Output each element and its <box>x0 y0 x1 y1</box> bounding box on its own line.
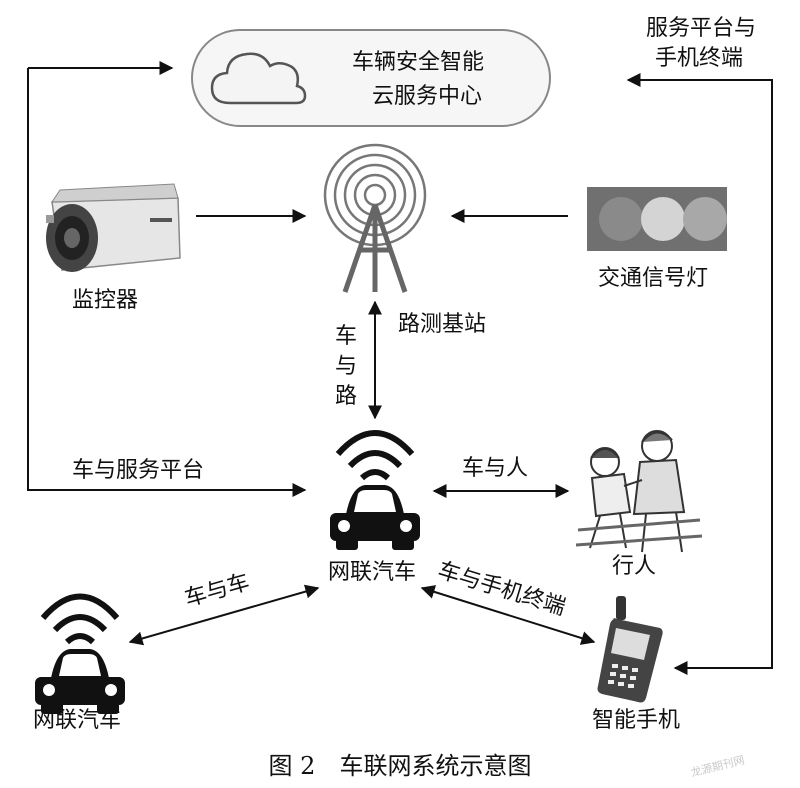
traffic-light-icon <box>587 187 727 251</box>
car-person-label: 车与人 <box>462 456 529 481</box>
platform-terminal-label-1: 服务平台与 <box>646 16 757 41</box>
pedestrian-label: 行人 <box>612 554 657 579</box>
traffic-light-label: 交通信号灯 <box>598 266 709 291</box>
smartphone-label: 智能手机 <box>592 708 681 733</box>
base-station-icon <box>323 143 427 293</box>
smartphone-icon <box>597 596 663 703</box>
cloud-icon <box>210 52 307 105</box>
connected-car-other-label: 网联汽车 <box>33 708 122 733</box>
cloud-center-line1: 车辆安全智能 <box>352 50 485 75</box>
car-road-label-1: 车 <box>334 324 357 349</box>
right-loop-line <box>673 79 773 675</box>
car-phone-arrow <box>420 585 596 645</box>
cloud-center-line2: 云服务中心 <box>372 84 483 109</box>
car-road-label-3: 路 <box>334 384 357 409</box>
car-road-label-2: 与 <box>334 354 357 379</box>
car-car-arrow <box>128 584 320 646</box>
figure-caption: 图 2 车联网系统示意图 <box>268 752 532 780</box>
left-loop-line <box>27 68 307 497</box>
base-station-label: 路测基站 <box>398 312 487 337</box>
pedestrian-icon <box>575 430 703 553</box>
monitor-camera-icon <box>46 183 181 272</box>
main-car-icon <box>330 430 420 550</box>
monitor-label: 监控器 <box>72 288 139 313</box>
platform-terminal-label-2: 手机终端 <box>655 46 744 71</box>
other-car-icon <box>35 593 125 714</box>
car-platform-label: 车与服务平台 <box>72 458 205 483</box>
connected-car-main-label: 网联汽车 <box>328 560 417 585</box>
